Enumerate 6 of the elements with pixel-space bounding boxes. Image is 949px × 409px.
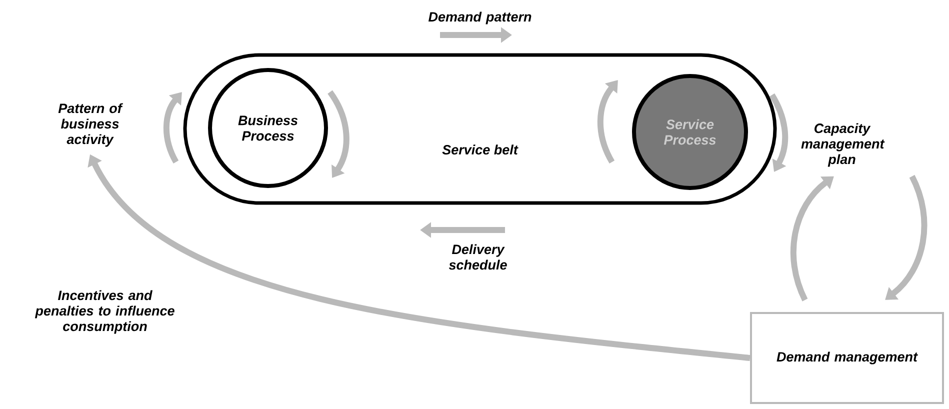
text-label: Demand pattern <box>428 12 532 24</box>
edge-label: Incentives and penalties to influence consumption <box>34 290 174 334</box>
text-label: Capacity management plan <box>801 123 885 167</box>
process-box: Demand management <box>750 312 944 404</box>
text-label: Pattern of business activity <box>58 103 124 147</box>
text-label: Delivery schedule <box>448 244 507 270</box>
